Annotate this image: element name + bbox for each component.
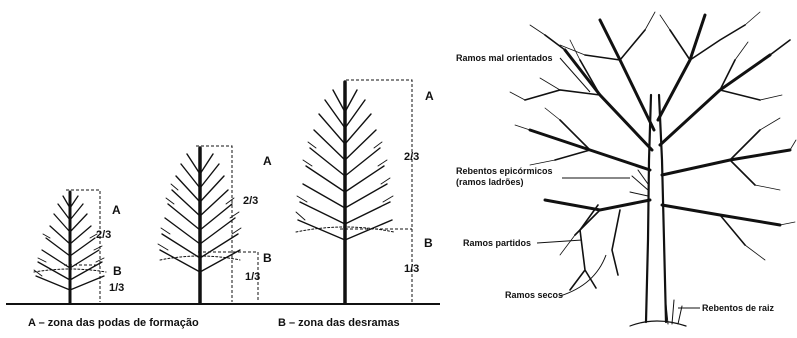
tree-icon [34, 192, 106, 303]
right-panel: Ramos mal orientados Rebentos epicórmico… [456, 12, 796, 326]
caption-zone-b: B – zona das desramas [278, 317, 400, 329]
zone-label-a-tree1: A [112, 203, 121, 217]
label-dry-branches: Ramos secos [505, 290, 563, 300]
fraction-lower-tree3: 1/3 [404, 263, 419, 275]
mature-tree-icon [510, 12, 796, 326]
fraction-upper-tree1: 2/3 [96, 229, 111, 241]
zone-label-a-tree2: A [263, 154, 272, 168]
fraction-upper-tree3: 2/3 [404, 151, 419, 163]
left-panel: A 2/3 B 1/3 A 2/3 B 1/3 A 2/3 B 1/3 A – … [6, 80, 440, 329]
caption-zone-a: A – zona das podas de formação [28, 317, 199, 329]
tree-icon [296, 82, 394, 303]
fraction-lower-tree2: 1/3 [245, 271, 260, 283]
fraction-lower-tree1: 1/3 [109, 282, 124, 294]
label-broken-branches: Ramos partidos [463, 238, 531, 248]
zone-label-a-tree3: A [425, 89, 434, 103]
label-root-suckers: Rebentos de raiz [702, 303, 775, 313]
zone-label-b-tree2: B [263, 251, 272, 265]
zone-label-b-tree1: B [113, 264, 122, 278]
tree-icon [158, 148, 241, 303]
label-badly-oriented-branches: Ramos mal orientados [456, 53, 553, 63]
leader-arrow-icon [537, 58, 700, 308]
label-epicormic-shoots: Rebentos epicórmicos [456, 166, 553, 176]
zone-label-b-tree3: B [424, 236, 433, 250]
label-epicormic-shoots-sub: (ramos ladrões) [456, 177, 524, 187]
fraction-upper-tree2: 2/3 [243, 195, 258, 207]
